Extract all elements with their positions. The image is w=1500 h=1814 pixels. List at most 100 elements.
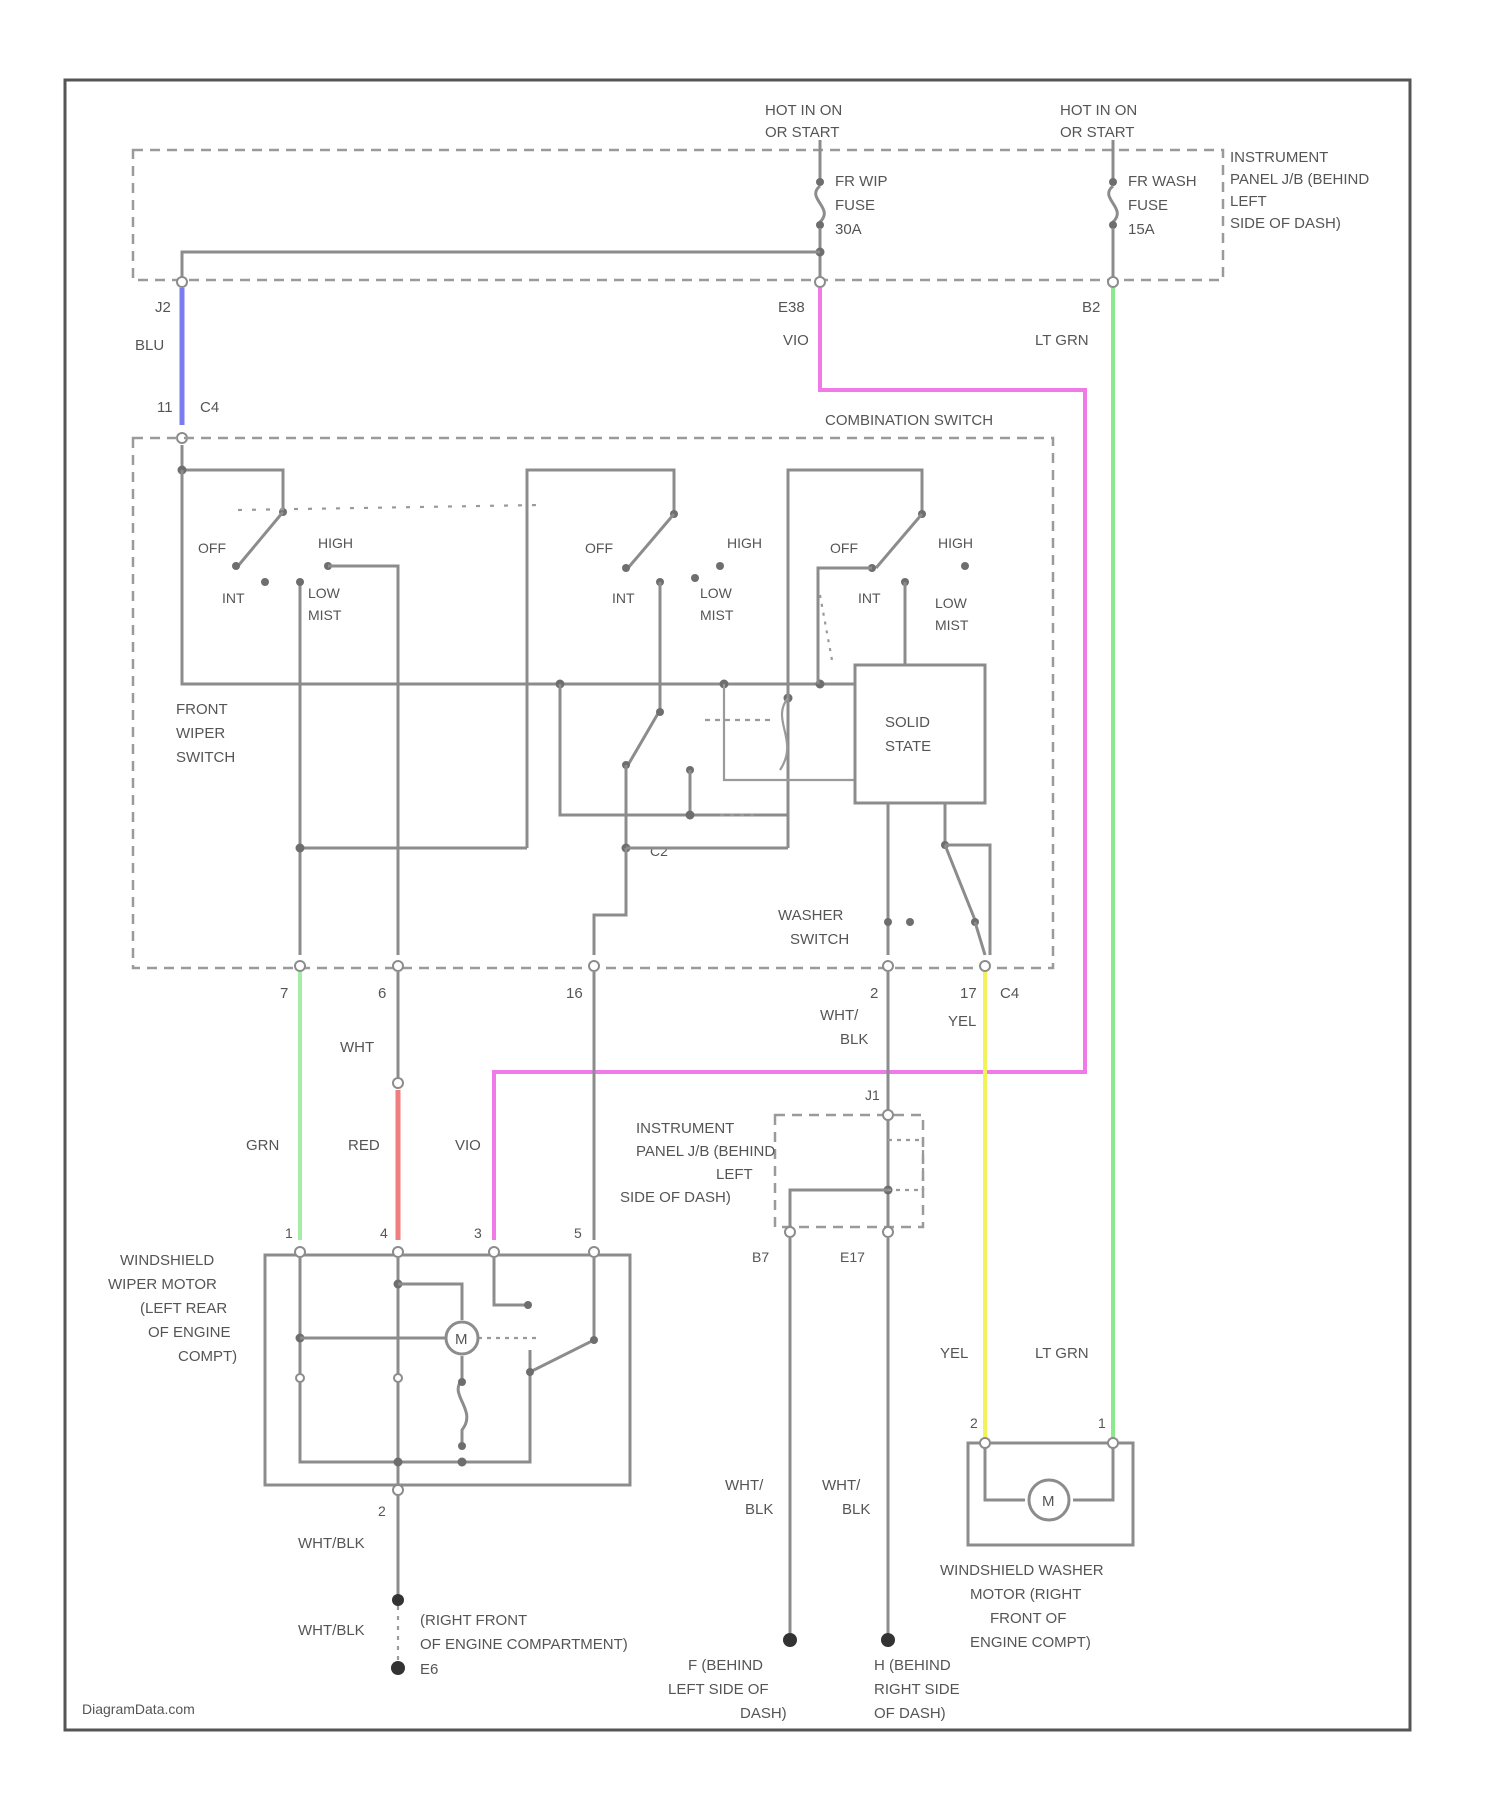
ip-junction-block-mid-outline [775, 1115, 923, 1227]
wire-wht-blk-3-label: WHT/ BLK [822, 1477, 870, 1518]
wiper-motor-label: WINDSHIELD WIPER MOTOR (LEFT REAR OF ENG… [108, 1252, 237, 1365]
switch-2-position-labels: OFF HIGH INT LOW MIST [585, 535, 762, 623]
wire-wht-blk-2-label: WHT/ BLK [725, 1477, 773, 1518]
wire-yel-bottom-label: YEL [940, 1345, 968, 1362]
ip-junction-block-top-outline [133, 150, 1223, 280]
svg-text:SWITCH: SWITCH [176, 749, 235, 766]
switch-3-contacts [788, 470, 969, 848]
svg-text:SOLID: SOLID [885, 714, 930, 731]
svg-text:7: 7 [280, 985, 288, 1002]
wiper-motor-symbol: M [446, 1322, 478, 1354]
svg-text:WHT/: WHT/ [725, 1477, 764, 1494]
wire-vio-top-label: VIO [783, 332, 809, 349]
combination-switch-outline [133, 438, 1053, 968]
washer-switch-label: WASHER SWITCH [778, 907, 849, 948]
wire-wht-blk-motor-label: WHT/BLK [298, 1535, 365, 1552]
svg-text:FRONT OF: FRONT OF [990, 1610, 1066, 1627]
svg-text:FRONT: FRONT [176, 701, 228, 718]
connector-c4-top-label: C4 [200, 399, 219, 416]
wiper-motor-box [265, 1255, 630, 1485]
svg-text:H (BEHIND: H (BEHIND [874, 1657, 951, 1674]
svg-text:M: M [455, 1331, 468, 1348]
svg-text:FR WASH: FR WASH [1128, 173, 1197, 190]
wire-yel-top-label: YEL [948, 1013, 976, 1030]
washer-motor-label: WINDSHIELD WASHER MOTOR (RIGHT FRONT OF … [940, 1562, 1104, 1651]
svg-text:OF DASH): OF DASH) [874, 1705, 946, 1722]
connector-b2-label: B2 [1082, 299, 1100, 316]
svg-text:LOW: LOW [700, 585, 733, 601]
wiper-motor-internals [296, 1258, 599, 1490]
svg-text:BLK: BLK [842, 1501, 870, 1518]
connector-j2-label: J2 [155, 299, 171, 316]
intermittent-relay-contacts [560, 684, 855, 848]
svg-text:WINDSHIELD: WINDSHIELD [120, 1252, 214, 1269]
svg-text:MIST: MIST [700, 607, 734, 623]
svg-text:FR WIP: FR WIP [835, 173, 888, 190]
svg-text:WINDSHIELD WASHER: WINDSHIELD WASHER [940, 1562, 1104, 1579]
svg-text:WASHER: WASHER [778, 907, 843, 924]
front-wiper-switch-position-labels: OFF HIGH INT LOW MIST [198, 535, 353, 623]
svg-text:MOTOR (RIGHT: MOTOR (RIGHT [970, 1586, 1081, 1603]
ip-junction-block-mid-label: INSTRUMENT PANEL J/B (BEHIND LEFT SIDE O… [620, 1120, 775, 1206]
svg-text:ENGINE COMPT): ENGINE COMPT) [970, 1634, 1091, 1651]
wire-wht-blk-1-label: WHT/ BLK [820, 1007, 868, 1048]
fuse-washer-label: FR WASH FUSE 15A [1128, 173, 1197, 238]
ground-f-label: F (BEHIND LEFT SIDE OF DASH) [668, 1657, 787, 1722]
svg-text:WHT/: WHT/ [822, 1477, 861, 1494]
svg-text:LEFT SIDE OF: LEFT SIDE OF [668, 1681, 769, 1698]
svg-text:PANEL J/B (BEHIND: PANEL J/B (BEHIND [1230, 171, 1369, 188]
svg-text:INSTRUMENT: INSTRUMENT [636, 1120, 734, 1137]
svg-text:FUSE: FUSE [1128, 197, 1168, 214]
svg-text:OR START: OR START [765, 124, 839, 141]
connector-j2 [177, 277, 187, 287]
fuse-washer-symbol [1109, 186, 1118, 222]
svg-text:SWITCH: SWITCH [790, 931, 849, 948]
svg-text:BLK: BLK [745, 1501, 773, 1518]
switch-3-position-labels: OFF HIGH INT LOW MIST [830, 535, 973, 633]
svg-text:17: 17 [960, 985, 977, 1002]
svg-text:15A: 15A [1128, 221, 1155, 238]
svg-text:OFF: OFF [830, 540, 858, 556]
svg-text:LEFT: LEFT [1230, 193, 1267, 210]
front-wiper-switch-contacts [178, 445, 541, 955]
svg-text:1: 1 [285, 1225, 293, 1241]
svg-text:OF ENGINE: OF ENGINE [148, 1324, 231, 1341]
solid-state-label: SOLID STATE [885, 714, 931, 755]
svg-text:16: 16 [566, 985, 583, 1002]
connector-b7-label: B7 [752, 1249, 769, 1265]
svg-text:OR START: OR START [1060, 124, 1134, 141]
fuse-wiper-symbol [816, 186, 825, 222]
ground-h [881, 1633, 895, 1647]
ground-e6 [391, 1661, 405, 1675]
svg-text:HIGH: HIGH [727, 535, 762, 551]
svg-text:OFF: OFF [585, 540, 613, 556]
svg-text:(LEFT REAR: (LEFT REAR [140, 1300, 227, 1317]
ground-h-label: H (BEHIND RIGHT SIDE OF DASH) [874, 1657, 960, 1722]
svg-text:(RIGHT FRONT: (RIGHT FRONT [420, 1612, 527, 1629]
watermark: DiagramData.com [82, 1701, 195, 1717]
svg-text:FUSE: FUSE [835, 197, 875, 214]
power-source-left: HOT IN ON OR START [765, 102, 842, 141]
svg-text:INSTRUMENT: INSTRUMENT [1230, 149, 1328, 166]
svg-text:1: 1 [1098, 1415, 1106, 1431]
svg-text:HOT IN ON: HOT IN ON [1060, 102, 1137, 119]
washer-motor-symbol: M [1029, 1480, 1069, 1520]
wire-blu-label: BLU [135, 337, 164, 354]
connector-e38 [815, 277, 825, 287]
svg-text:BLK: BLK [840, 1031, 868, 1048]
wire-vio-bottom-label: VIO [455, 1137, 481, 1154]
svg-text:MIST: MIST [935, 617, 969, 633]
svg-text:SIDE OF DASH): SIDE OF DASH) [620, 1189, 731, 1206]
power-source-right: HOT IN ON OR START [1060, 102, 1137, 141]
svg-text:WIPER MOTOR: WIPER MOTOR [108, 1276, 217, 1293]
svg-text:2: 2 [970, 1415, 978, 1431]
connector-e38-label: E38 [778, 299, 805, 316]
combination-switch-label: COMBINATION SWITCH [825, 412, 993, 429]
svg-text:6: 6 [378, 985, 386, 1002]
svg-text:WHT/: WHT/ [820, 1007, 859, 1024]
svg-text:HIGH: HIGH [318, 535, 353, 551]
svg-text:INT: INT [222, 590, 245, 606]
svg-text:HIGH: HIGH [938, 535, 973, 551]
fuse-wiper-label: FR WIP FUSE 30A [835, 173, 888, 238]
